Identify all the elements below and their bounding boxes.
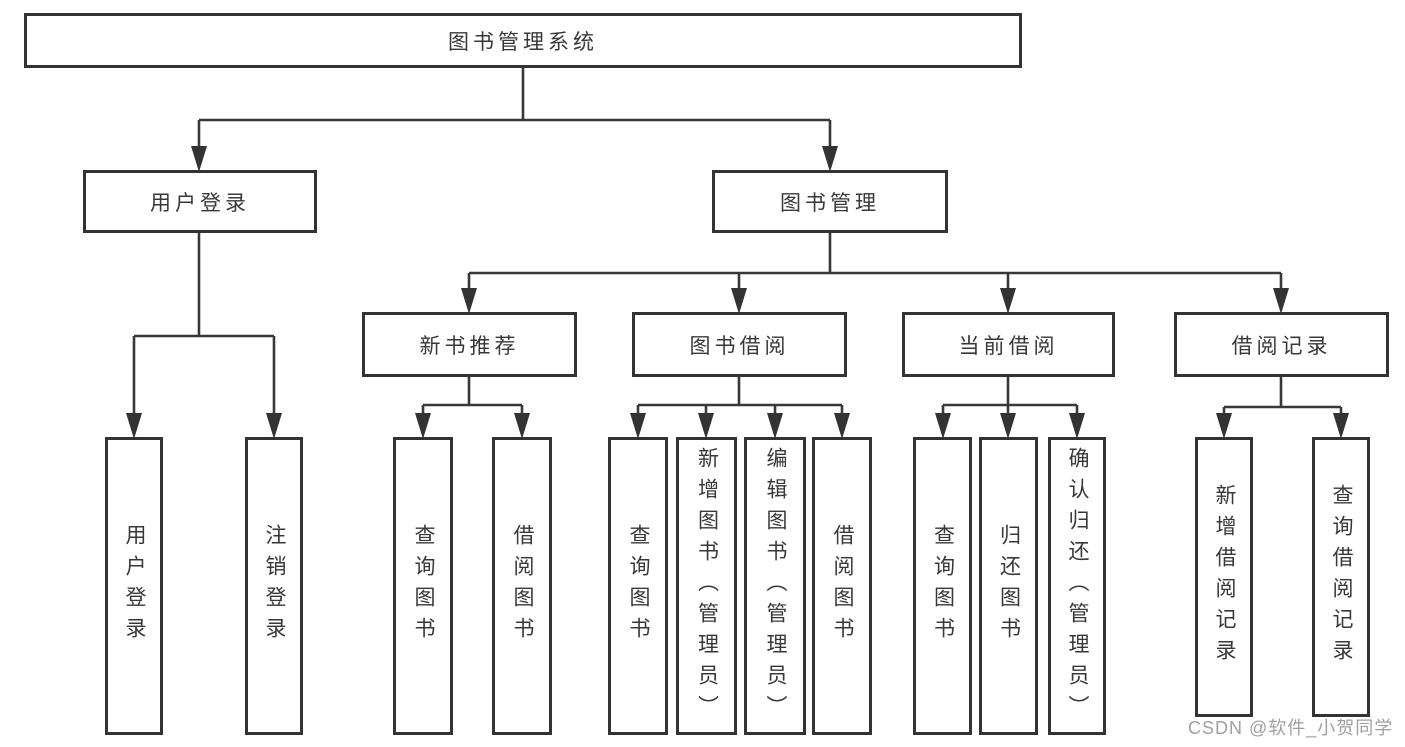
leaf-logout: 注销登录: [245, 437, 303, 735]
arrowhead-down-icon: [630, 413, 646, 439]
arrowhead-down-icon: [1069, 413, 1085, 439]
node-borrowing-records: 借阅记录: [1174, 312, 1389, 377]
leaf-query-books-current: 查询图书: [913, 437, 972, 735]
arrowhead-down-icon: [1000, 413, 1016, 439]
connector-records-to-leaves: [1222, 377, 1343, 421]
node-label: 查询图书: [627, 524, 651, 648]
arrowhead-down-icon: [126, 413, 142, 439]
leaf-user-login: 用户登录: [105, 437, 163, 735]
node-user-login: 用户登录: [83, 170, 317, 233]
node-new-book-recommend: 新书推荐: [362, 312, 577, 377]
arrowhead-down-icon: [266, 413, 282, 439]
leaf-edit-book-admin: 编辑图书（管理员）: [744, 437, 806, 735]
node-library-system: 图书管理系统: [24, 13, 1022, 68]
node-label: 图书借阅: [689, 334, 790, 358]
node-label: 新增借阅记录: [1213, 484, 1237, 670]
node-label: 查询图书: [931, 524, 955, 648]
arrowhead-down-icon: [514, 413, 530, 439]
arrowhead-down-icon: [461, 288, 477, 314]
node-label: 注销登录: [263, 524, 287, 648]
node-label: 编辑图书（管理员）: [764, 446, 788, 726]
connector-bookborrow-to-leaves: [636, 377, 844, 421]
node-label: 查询图书: [412, 524, 436, 648]
arrowhead-down-icon: [1273, 288, 1289, 314]
arrowhead-down-icon: [834, 413, 850, 439]
arrowhead-down-icon: [767, 413, 783, 439]
node-label: 用户登录: [123, 524, 147, 648]
leaf-query-borrow-record: 查询借阅记录: [1312, 437, 1370, 717]
node-label: 图书管理系统: [448, 30, 598, 54]
arrowhead-down-icon: [1333, 413, 1349, 439]
node-label: 用户登录: [150, 191, 250, 215]
connector-newbook-to-leaves: [421, 377, 524, 421]
arrowhead-down-icon: [698, 413, 714, 439]
arrowhead-down-icon: [935, 413, 951, 439]
node-label: 确认归还（管理员）: [1066, 446, 1090, 726]
arrowhead-down-icon: [822, 146, 838, 172]
node-book-management: 图书管理: [712, 170, 948, 233]
arrowhead-down-icon: [731, 288, 747, 314]
node-label: 借阅图书: [831, 524, 855, 648]
arrowhead-down-icon: [1216, 413, 1232, 439]
node-label: 当前借阅: [958, 334, 1059, 358]
leaf-query-books-recommend: 查询图书: [393, 437, 453, 735]
node-label: 借阅图书: [511, 524, 535, 648]
leaf-add-borrow-record: 新增借阅记录: [1195, 437, 1253, 717]
arrowhead-down-icon: [1000, 288, 1016, 314]
node-label: 查询借阅记录: [1330, 484, 1354, 670]
connector-root-to-level2: [197, 68, 832, 152]
node-book-borrowing: 图书借阅: [632, 312, 847, 377]
leaf-confirm-return-admin: 确认归还（管理员）: [1048, 437, 1106, 735]
leaf-borrow-books-borrow: 借阅图书: [812, 437, 872, 735]
connector-lines: [132, 68, 1343, 421]
leaf-add-book-admin: 新增图书（管理员）: [676, 437, 737, 735]
leaf-return-book: 归还图书: [979, 437, 1038, 735]
arrowhead-down-icon: [415, 413, 431, 439]
node-label: 新书推荐: [419, 334, 520, 358]
node-label: 新增图书（管理员）: [695, 446, 719, 726]
node-current-borrowing: 当前借阅: [902, 312, 1115, 377]
arrowhead-down-icon: [191, 146, 207, 172]
leaf-query-books-borrow: 查询图书: [608, 437, 668, 735]
connector-bookmgmt-to-level3: [467, 233, 1283, 296]
node-label: 归还图书: [997, 524, 1021, 648]
arrowheads: [126, 146, 1349, 439]
node-label: 图书管理: [780, 191, 880, 215]
connector-userlogin-to-leaves: [132, 233, 276, 421]
node-label: 借阅记录: [1231, 334, 1332, 358]
csdn-watermark: CSDN @软件_小贺同学: [1188, 718, 1394, 738]
leaf-borrow-books-recommend: 借阅图书: [492, 437, 552, 735]
